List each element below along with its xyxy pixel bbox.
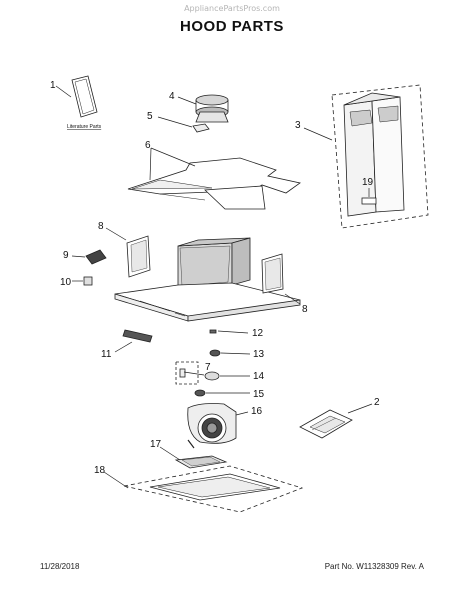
callout-9: 9 [63, 250, 69, 261]
footer-date: 11/28/2018 [40, 562, 80, 571]
footer-part-info: Part No. W11328309 Rev. A [324, 562, 424, 571]
part-control-board: 9 [63, 249, 107, 265]
callout-10: 10 [60, 277, 72, 288]
part-blower: 16 [187, 403, 263, 449]
part-light-bar: 11 [101, 329, 153, 360]
callout-5: 5 [147, 111, 153, 122]
callout-19: 19 [362, 177, 374, 188]
part-filter: 17 [150, 439, 228, 469]
callout-12: 12 [252, 328, 264, 339]
callout-18: 18 [94, 465, 106, 476]
part-15: 15 [194, 389, 265, 400]
part-control-plate: 2 [299, 397, 380, 439]
part-chimney: 19 3 [295, 84, 429, 229]
part-literature: 1 Literature Parts [50, 75, 102, 130]
callout-14: 14 [253, 371, 265, 382]
part-side-panel-right: 8 [261, 253, 308, 315]
callout-13: 13 [253, 349, 265, 360]
page-title: HOOD PARTS [180, 18, 284, 35]
callout-17: 17 [150, 439, 162, 450]
callout-15: 15 [253, 389, 265, 400]
callout-7: 7 [205, 362, 211, 373]
callout-3: 3 [295, 120, 301, 131]
callout-4: 4 [169, 91, 175, 102]
part-13: 13 [209, 349, 265, 360]
callout-11: 11 [101, 349, 112, 360]
callout-1: 1 [50, 80, 56, 91]
callout-6: 6 [145, 140, 151, 151]
part-damper: 4 [169, 91, 229, 123]
part-hood-body [114, 237, 301, 322]
callout-8-left: 8 [98, 221, 104, 232]
literature-parts-label: Literature Parts [67, 124, 102, 130]
part-12: 12 [209, 328, 264, 339]
part-capacitor-group: 7 14 [175, 361, 265, 385]
watermark: AppliancePartsPros.com [184, 4, 280, 13]
part-bracket: 5 [147, 111, 210, 133]
part-switch-cube: 10 [60, 276, 93, 288]
callout-8-right: 8 [302, 304, 308, 315]
part-filter-frame: 18 [94, 465, 304, 513]
part-canopy-cover: 6 [127, 140, 301, 210]
callout-2: 2 [374, 397, 380, 408]
part-side-panel-left: 8 [98, 221, 151, 278]
callout-16: 16 [251, 406, 263, 417]
